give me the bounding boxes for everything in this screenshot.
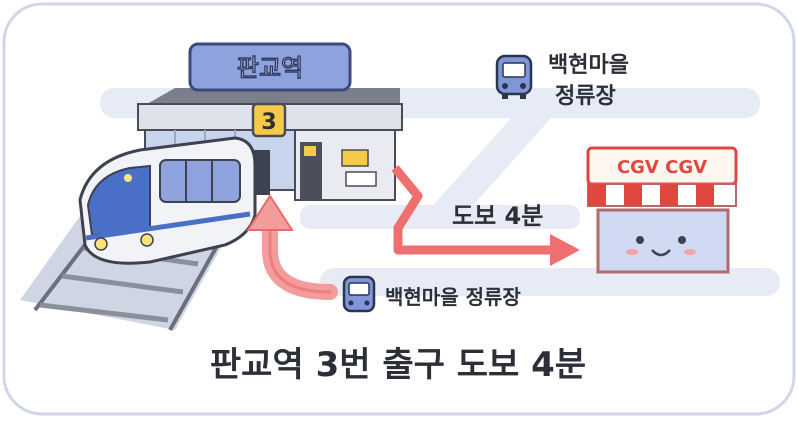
train-icon — [78, 136, 257, 265]
bus-stop-bottom-label: 백현마을 정류장 — [385, 285, 521, 309]
cinema-store: CGV CGV — [586, 146, 738, 274]
caption: 판교역 3번 출구 도보 4분 — [210, 345, 586, 385]
exit-number-badge: 3 — [251, 102, 287, 138]
bus-icon — [342, 275, 376, 313]
exit-number: 3 — [261, 110, 276, 135]
station-sign: 판교역 — [188, 42, 352, 92]
exit-return-arrow — [246, 194, 338, 300]
bus-stop-top-line2: 정류장 — [555, 84, 616, 109]
cinema-mascot-icon — [626, 236, 696, 257]
store-awning — [587, 183, 737, 207]
walk-label: 도보 4분 — [452, 202, 543, 230]
store-sign: CGV CGV — [617, 157, 707, 178]
walk-route-arrow — [391, 165, 580, 266]
bus-stop-top-line1: 백현마을 — [548, 53, 629, 78]
exit-door-sign — [304, 146, 316, 156]
station-sign-label: 판교역 — [237, 54, 303, 82]
bus-icon — [495, 54, 533, 99]
